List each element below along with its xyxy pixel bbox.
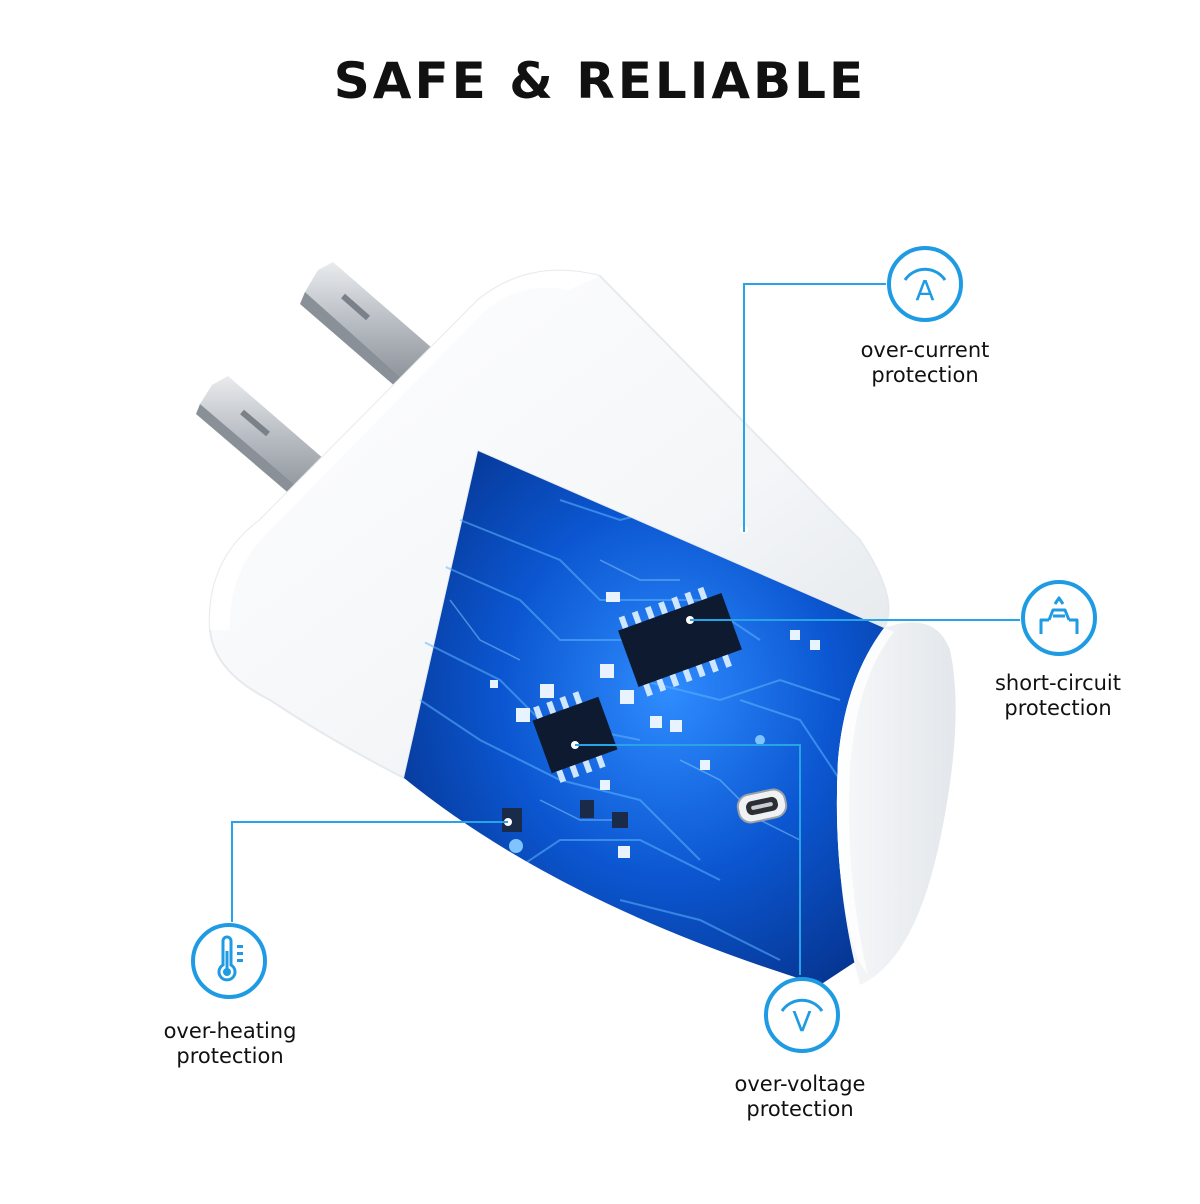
short-circuit-line1: short-circuit: [994, 671, 1122, 695]
over-current-line1: over-current: [860, 338, 990, 362]
short-circuit-label: short-circuit protection: [948, 671, 1168, 721]
voltmeter-v-icon: V: [764, 977, 840, 1053]
svg-text:V: V: [792, 1005, 811, 1038]
svg-text:A: A: [915, 274, 934, 307]
prong-upper: [300, 262, 432, 394]
over-current-line2: protection: [871, 363, 979, 387]
thermometer-icon: [191, 923, 267, 999]
over-current-label: over-current protection: [815, 338, 1035, 388]
over-heating-label: over-heating protection: [120, 1019, 340, 1069]
circuit-traces: [419, 476, 861, 961]
over-voltage-line1: over-voltage: [734, 1072, 866, 1096]
over-heating-line2: protection: [176, 1044, 284, 1068]
prong-lower: [196, 376, 332, 508]
ammeter-a-icon: A: [887, 246, 963, 322]
over-heating-line1: over-heating: [163, 1019, 297, 1043]
short-circuit-line2: protection: [1004, 696, 1112, 720]
short-circuit-icon: [1021, 580, 1097, 656]
circuit-board: [404, 451, 884, 985]
over-voltage-label: over-voltage protection: [690, 1072, 910, 1122]
headline: SAFE & RELIABLE: [333, 52, 867, 110]
over-voltage-line2: protection: [746, 1097, 854, 1121]
charger-end-face: [836, 622, 956, 985]
usb-c-port: [736, 788, 788, 824]
leader-lines: [231, 283, 1020, 975]
